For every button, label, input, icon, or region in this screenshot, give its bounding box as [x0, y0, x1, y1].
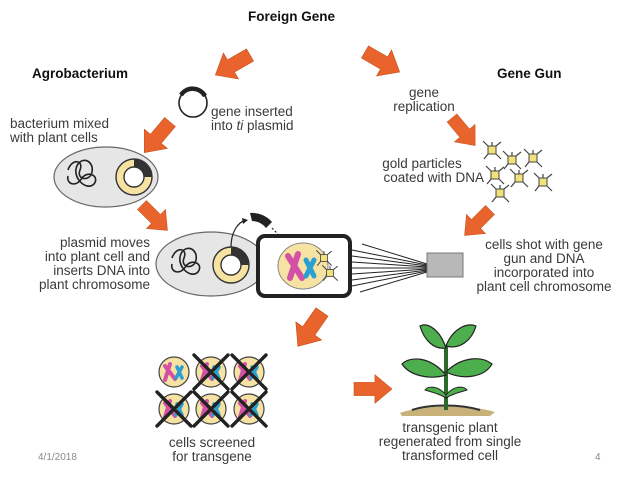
label-gold-particles: gold particles coated with DNA	[360, 157, 484, 185]
label-line: plant cell chromosome	[476, 279, 612, 294]
label-transgenic-plant: transgenic plant regenerated from single…	[360, 421, 540, 463]
label-cells-shot: cells shot with gene gun and DNA incorpo…	[462, 238, 626, 294]
label-line: coated with DNA	[383, 170, 484, 185]
method-agrobacterium: Agrobacterium	[32, 66, 129, 81]
target-plant-cell-icon	[256, 234, 352, 298]
gene-gun-icon	[351, 243, 464, 293]
label-gene-inserted: gene inserted into ti plasmid	[211, 105, 294, 133]
label-line: cells shot with gene	[485, 237, 603, 252]
label-line: bacterium mixed	[10, 116, 110, 131]
ti-plasmid-icon	[178, 86, 208, 118]
label-line: into plant cell and	[44, 249, 150, 264]
label-line: incorporated into	[493, 265, 595, 280]
label-line: for transgene	[172, 449, 252, 464]
arrow-foreign-to-gene-gun	[357, 38, 408, 86]
gold-particles-icon	[482, 140, 553, 203]
label-line: regenerated from single	[378, 434, 522, 449]
arrow-foreign-to-agro	[207, 41, 258, 89]
label-line: cells screened	[168, 435, 256, 450]
label-line: gun and DNA	[503, 251, 585, 266]
arrow-bacterium-to-plasmid-moves	[132, 195, 178, 241]
footer-page-number: 4	[595, 452, 601, 463]
label-line-text: into ti plasmid	[211, 118, 294, 133]
label-bacterium-mixed: bacterium mixed with plant cells	[10, 117, 150, 145]
method-gene-gun: Gene Gun	[497, 66, 562, 81]
transgenic-plant-icon	[400, 324, 495, 416]
label-cells-screened: cells screened for transgene	[152, 436, 272, 464]
label-line: gold particles	[382, 156, 462, 171]
label-line: plasmid moves	[59, 235, 150, 250]
arrow-cell-to-screening	[284, 302, 336, 356]
label-gene-replication: gene replication	[384, 86, 464, 114]
label-line: inserts DNA into	[53, 263, 150, 278]
label-line: transgenic plant	[402, 420, 498, 435]
screened-cells-icon	[155, 353, 268, 428]
label-line: gene	[408, 85, 440, 100]
arrow-screening-to-plant	[353, 374, 393, 404]
footer-date: 4/1/2018	[38, 452, 77, 463]
label-plasmid-moves: plasmid moves into plant cell and insert…	[0, 236, 150, 292]
label-line: with plant cells	[10, 130, 98, 145]
bacterium-cell-icon	[53, 146, 159, 208]
label-line: into ti plasmid	[211, 119, 294, 133]
bacterium-cell-transfer-icon	[155, 212, 293, 297]
label-line: plant chromosome	[38, 277, 150, 292]
label-line: transformed cell	[401, 448, 499, 463]
label-line: replication	[393, 99, 455, 114]
arrow-replication-to-gold	[441, 109, 486, 155]
title-foreign-gene: Foreign Gene	[248, 9, 336, 24]
label-line: gene inserted	[211, 104, 293, 119]
